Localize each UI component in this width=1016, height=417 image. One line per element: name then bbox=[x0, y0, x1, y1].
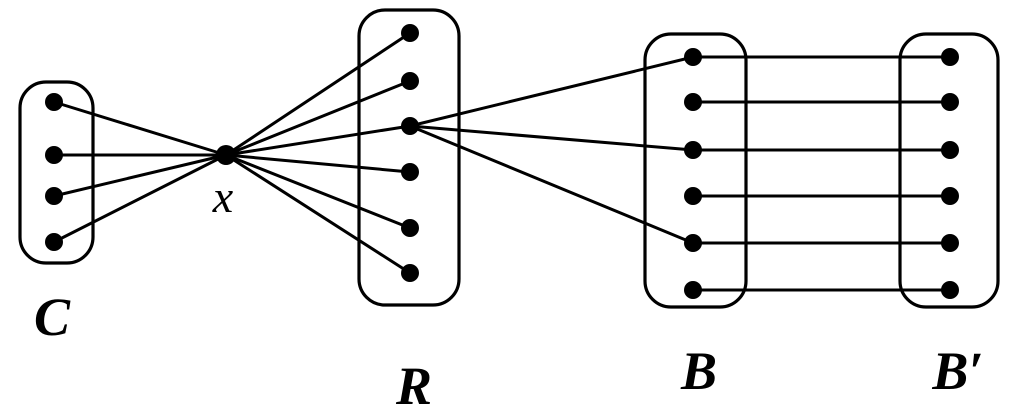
vertex-B-3[interactable] bbox=[684, 141, 702, 159]
vertex-x[interactable] bbox=[216, 145, 236, 165]
vertex-R-1[interactable] bbox=[401, 24, 419, 42]
vertex-Bprime-5[interactable] bbox=[941, 234, 959, 252]
edges-layer bbox=[52, 31, 952, 292]
group-box-B bbox=[643, 32, 748, 309]
vertex-R-5[interactable] bbox=[401, 219, 419, 237]
edge-x-R6 bbox=[224, 153, 412, 275]
vertex-C-2[interactable] bbox=[45, 146, 63, 164]
vertex-R-4[interactable] bbox=[401, 163, 419, 181]
edge-x-R2 bbox=[224, 79, 412, 157]
set-label-B: B bbox=[680, 341, 717, 401]
group-box-R bbox=[357, 8, 461, 307]
group-box-Bprime bbox=[898, 32, 1000, 309]
vertex-B-5[interactable] bbox=[684, 234, 702, 252]
vertex-Bprime-2[interactable] bbox=[941, 93, 959, 111]
vertex-C-4[interactable] bbox=[45, 233, 63, 251]
vertex-R-2[interactable] bbox=[401, 72, 419, 90]
vertex-B-2[interactable] bbox=[684, 93, 702, 111]
vertex-B-1[interactable] bbox=[684, 48, 702, 66]
vertex-Bprime-4[interactable] bbox=[941, 187, 959, 205]
vertex-B-4[interactable] bbox=[684, 187, 702, 205]
vertex-label-x: x bbox=[212, 171, 234, 222]
vertex-R-3[interactable] bbox=[401, 117, 419, 135]
edge-C4-x bbox=[52, 153, 228, 244]
set-label-R: R bbox=[395, 356, 432, 416]
edge-C1-x bbox=[52, 100, 228, 157]
vertex-C-3[interactable] bbox=[45, 187, 63, 205]
vertices-layer bbox=[45, 24, 959, 299]
edge-R3-B1 bbox=[408, 55, 695, 128]
edge-x-R1 bbox=[224, 31, 412, 157]
edge-x-R5 bbox=[224, 153, 412, 230]
vertex-C-1[interactable] bbox=[45, 93, 63, 111]
set-label-C: C bbox=[34, 287, 71, 347]
group-box-C bbox=[18, 80, 95, 265]
vertex-Bprime-1[interactable] bbox=[941, 48, 959, 66]
vertex-Bprime-6[interactable] bbox=[941, 281, 959, 299]
vertex-Bprime-3[interactable] bbox=[941, 141, 959, 159]
edge-x-R3 bbox=[224, 124, 412, 157]
vertex-B-6[interactable] bbox=[684, 281, 702, 299]
edge-R3-B3 bbox=[408, 124, 695, 152]
edge-C3-x bbox=[52, 153, 228, 198]
labels-layer: C R B B′ x bbox=[34, 171, 984, 416]
set-label-Bprime: B′ bbox=[931, 341, 983, 401]
group-boxes-layer bbox=[18, 8, 1000, 309]
edge-x-R4 bbox=[224, 153, 412, 174]
edge-R3-B5 bbox=[408, 124, 695, 245]
vertex-R-6[interactable] bbox=[401, 264, 419, 282]
